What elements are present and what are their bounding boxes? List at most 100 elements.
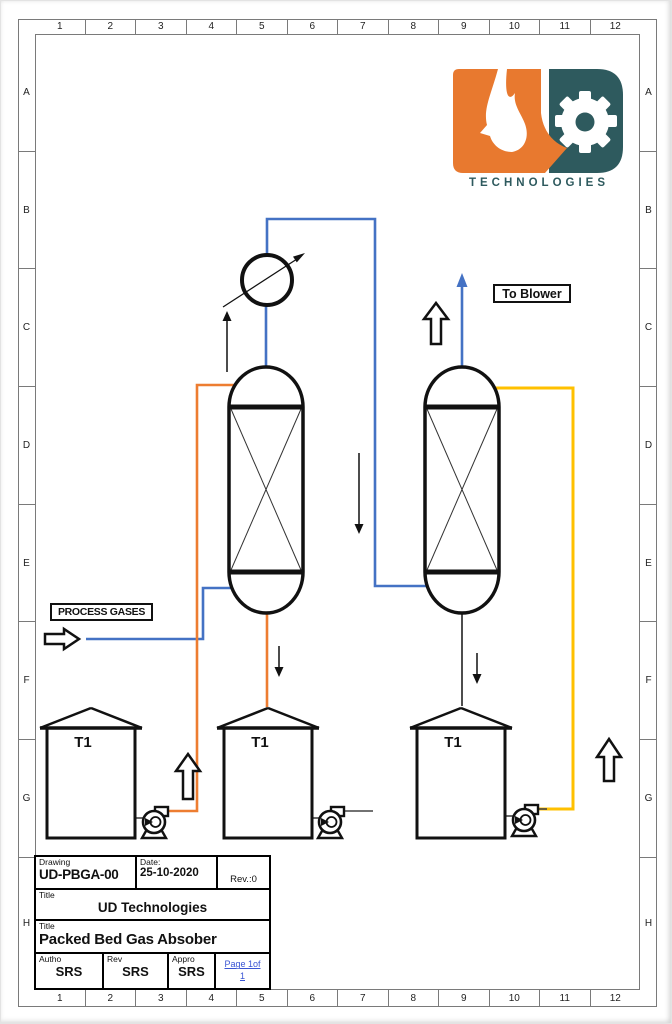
gear-icon [555, 91, 617, 153]
pump1-to-column1-pipe [169, 383, 265, 813]
author-value: SRS [55, 964, 83, 980]
grid-row-letter: A [18, 34, 35, 152]
tank-2-label: T1 [251, 734, 269, 751]
grid-column-number: 7 [338, 19, 389, 34]
page-number-link[interactable]: Page 1of 1 [216, 954, 269, 988]
block-arrow-up-icon-3 [594, 736, 624, 783]
grid-row-letter: C [18, 269, 35, 388]
reviewer-value: SRS [122, 964, 149, 980]
process-gases-label: PROCESS GASES [50, 603, 153, 621]
grid-column-number: 6 [288, 19, 338, 34]
grid-column-number: 8 [389, 990, 439, 1006]
company-title: UD Technologies [97, 900, 208, 916]
drawing-label: Drawing [39, 857, 71, 867]
pump-2-icon [316, 805, 346, 840]
grid-column-number: 9 [439, 19, 490, 34]
ud-technologies-logo [453, 69, 623, 173]
title-label-1: Title [39, 890, 55, 900]
to-blower-label: To Blower [493, 284, 571, 303]
grid-row-letter: B [640, 152, 657, 270]
company-title-cell: Title UD Technologies [36, 890, 269, 919]
column1-to-column2-pipe [265, 217, 451, 588]
block-arrow-right-icon [43, 626, 82, 652]
pump-3-icon [510, 803, 540, 838]
tank-3-label: T1 [444, 734, 462, 751]
tank-2 [215, 706, 321, 840]
pump-1-icon [140, 805, 170, 840]
rotameter-icon [222, 253, 305, 308]
title-block: Drawing UD-PBGA-00 Date: 25-10-2020 Rev.… [34, 855, 271, 990]
grid-column-number: 5 [237, 19, 288, 34]
grid-column-number: 5 [237, 990, 288, 1006]
grid-row-letter: B [18, 152, 35, 270]
grid-column-number: 2 [86, 19, 136, 34]
grid-column-number: 10 [490, 990, 540, 1006]
reviewer-cell: Rev SRS [104, 954, 169, 988]
grid-column-number: 11 [540, 19, 591, 34]
approver-value: SRS [178, 964, 205, 980]
packed-column-2 [424, 367, 500, 613]
vent-arrowhead [456, 273, 468, 287]
drawing-number: UD-PBGA-00 [39, 867, 119, 883]
logo-wordmark: TECHNOLOGIES [468, 177, 609, 189]
block-arrows [43, 300, 624, 801]
flow-direction-arrows [222, 311, 482, 684]
grid-column-number: 12 [609, 21, 621, 32]
grid-row-letter: H [22, 918, 31, 930]
grid-row-letter: F [640, 622, 657, 741]
grid-row-letter: C [640, 269, 657, 388]
grid-row-letter: F [18, 622, 35, 741]
pump3-to-column2-pipe [461, 386, 575, 811]
grid-row-letter: A [640, 34, 657, 152]
grid-row-letter: E [18, 505, 35, 623]
tank-1 [38, 706, 144, 840]
grid-row-letter: D [640, 387, 657, 505]
grid-column-number: 8 [389, 19, 439, 34]
grid-column-number: 1 [35, 990, 86, 1006]
title-label-2: Title [39, 921, 55, 931]
author-label: Autho [39, 954, 62, 964]
grid-column-number: 12 [609, 992, 621, 1004]
reviewer-label: Rev [107, 954, 123, 964]
grid-column-number: 4 [187, 990, 237, 1006]
grid-row-letter: E [640, 505, 657, 623]
grid-column-number: 9 [439, 990, 490, 1006]
grid-column-number: 1 [35, 19, 86, 34]
author-cell: Autho SRS [36, 954, 104, 988]
drawing-title-cell: Title Packed Bed Gas Absober [36, 921, 269, 952]
grid-row-letter: D [18, 387, 35, 505]
flame-icon [480, 69, 527, 152]
page-link-line2[interactable]: 1 [239, 971, 245, 981]
grid-row-letter: G [640, 740, 657, 858]
date-value: 25-10-2020 [140, 867, 199, 880]
grid-column-number: 7 [338, 990, 389, 1006]
date-label: Date: [140, 857, 161, 867]
approver-cell: Appro SRS [169, 954, 216, 988]
block-arrow-up-icon-1 [173, 751, 203, 801]
revision-cell: Rev.:0 [230, 874, 257, 885]
grid-row-letter: G [18, 740, 35, 858]
block-arrow-up-icon-2 [421, 300, 451, 346]
drawing-number-cell: Drawing UD-PBGA-00 [36, 857, 137, 888]
grid-column-number: 2 [86, 990, 136, 1006]
page-link-line1[interactable]: Page 1of [224, 959, 261, 970]
tank-1-label: T1 [74, 734, 92, 751]
tank-3 [408, 706, 514, 840]
grid-column-number: 3 [136, 19, 187, 34]
grid-column-number: 10 [490, 19, 540, 34]
drawing-frame-inner [35, 34, 640, 990]
grid-column-number: 4 [187, 19, 237, 34]
date-cell: Date: 25-10-2020 [137, 857, 218, 888]
approver-label: Appro [172, 954, 195, 964]
grid-column-number: 11 [540, 990, 591, 1006]
grid-column-number: 3 [136, 990, 187, 1006]
grid-row-letter: H [644, 918, 653, 930]
recirculation-pipe-orange [169, 383, 269, 813]
grid-column-number: 6 [288, 990, 338, 1006]
